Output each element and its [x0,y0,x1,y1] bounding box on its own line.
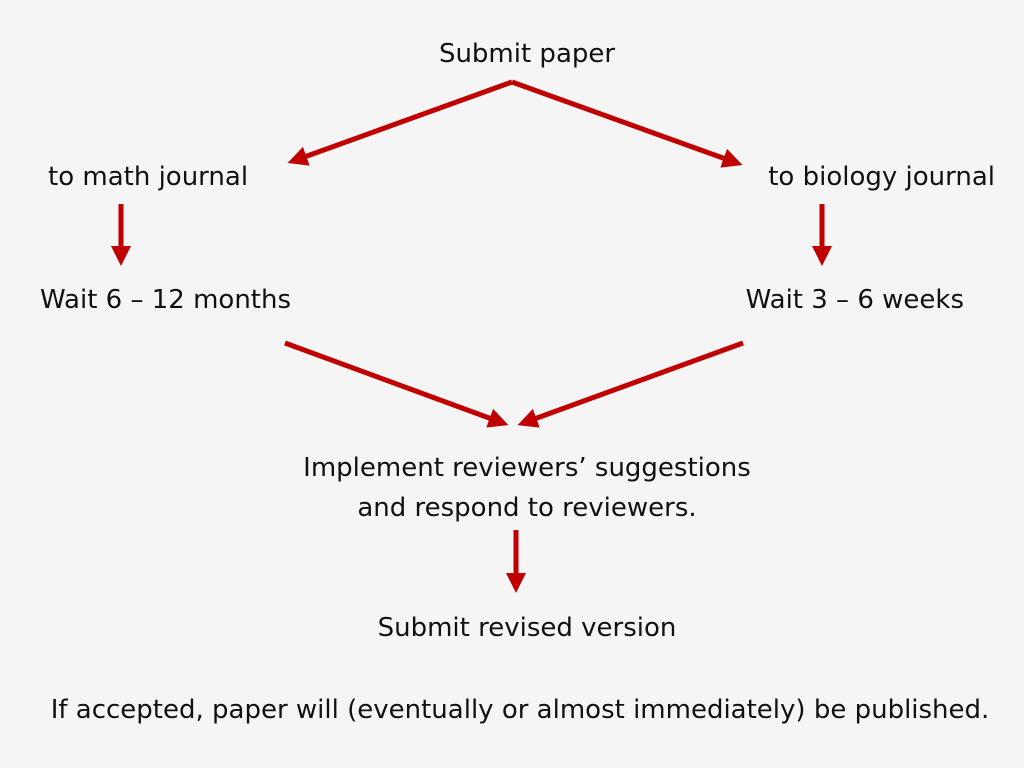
node-submit-revised: Submit revised version [377,613,677,643]
node-implement-suggestions: Implement reviewers’ suggestions and res… [0,448,1024,528]
final-note: If accepted, paper will (eventually or a… [50,695,990,725]
node-to-biology-journal: to biology journal [768,162,995,192]
node-to-math-journal: to math journal [48,162,249,192]
implement-line-2: and respond to reviewers. [357,493,697,523]
arrow-submit-to-biology [511,79,743,168]
implement-line-1: Implement reviewers’ suggestions [303,453,751,483]
arrow-submit-to-math [287,79,513,166]
node-submit-paper: Submit paper [438,39,616,69]
arrow-wait-math-to-implement [284,340,509,428]
arrow-wait-biology-to-implement [517,340,744,428]
node-wait-math: Wait 6 – 12 months [40,285,292,315]
node-wait-biology: Wait 3 – 6 weeks [745,285,964,315]
